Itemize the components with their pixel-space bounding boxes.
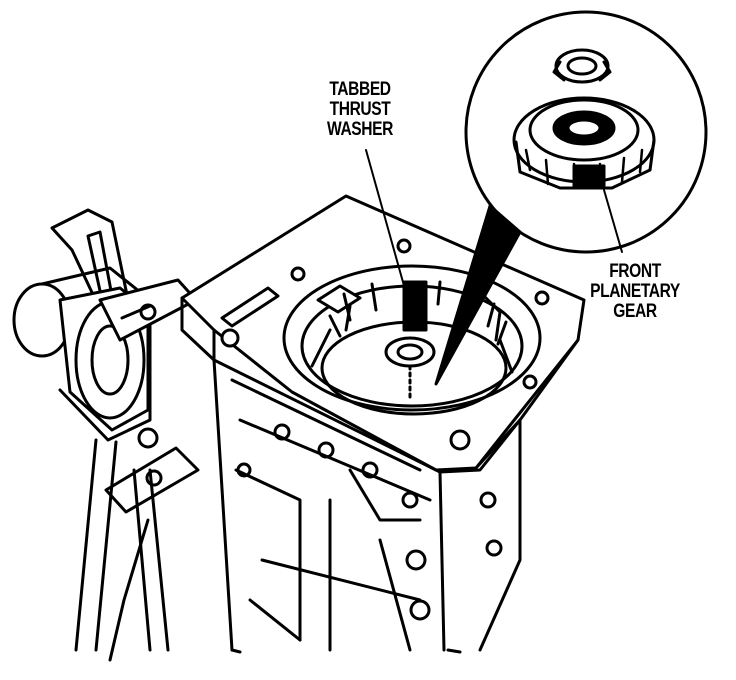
tabbed-thrust-washer-label: TABBED THRUST WASHER (311, 80, 409, 140)
label-line: GEAR (613, 301, 657, 322)
label-line: PLANETARY (590, 281, 680, 302)
label-line: WASHER (327, 119, 393, 140)
leader-line-gear (603, 189, 623, 253)
magnified-detail-circle (434, 10, 708, 386)
label-line: FRONT (609, 261, 661, 282)
leader-line-washer (365, 149, 409, 301)
front-planetary-gear-label: FRONT PLANETARY GEAR (574, 262, 697, 322)
label-line: TABBED (329, 79, 391, 100)
label-line: THRUST (329, 99, 391, 120)
holding-fixture (12, 208, 200, 662)
transmission-case (180, 194, 586, 654)
